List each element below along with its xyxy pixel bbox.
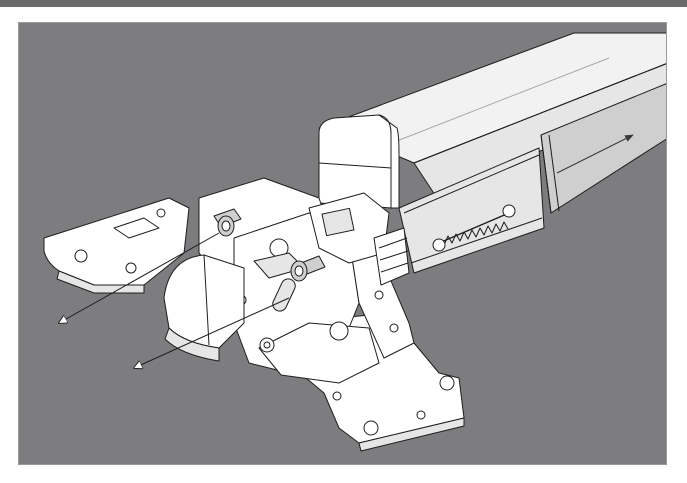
removal-arrow-left-lower bbox=[134, 297, 290, 368]
slide-arrow-right bbox=[556, 134, 634, 174]
return-spring bbox=[432, 204, 516, 252]
mounting-screw-lower bbox=[290, 255, 326, 282]
rail-end-cap bbox=[318, 114, 400, 209]
diagram-frame bbox=[18, 22, 667, 465]
latch-cam bbox=[258, 321, 380, 384]
latch-assembly-drawing bbox=[19, 23, 666, 464]
slide-cover bbox=[540, 83, 666, 214]
removal-arrow-left-upper bbox=[59, 232, 220, 323]
mounting-screw-upper bbox=[213, 208, 242, 237]
latch-bolt bbox=[163, 254, 245, 362]
actuator-block bbox=[308, 192, 410, 286]
top-bar bbox=[0, 0, 687, 7]
push-bar-rail bbox=[318, 32, 666, 274]
